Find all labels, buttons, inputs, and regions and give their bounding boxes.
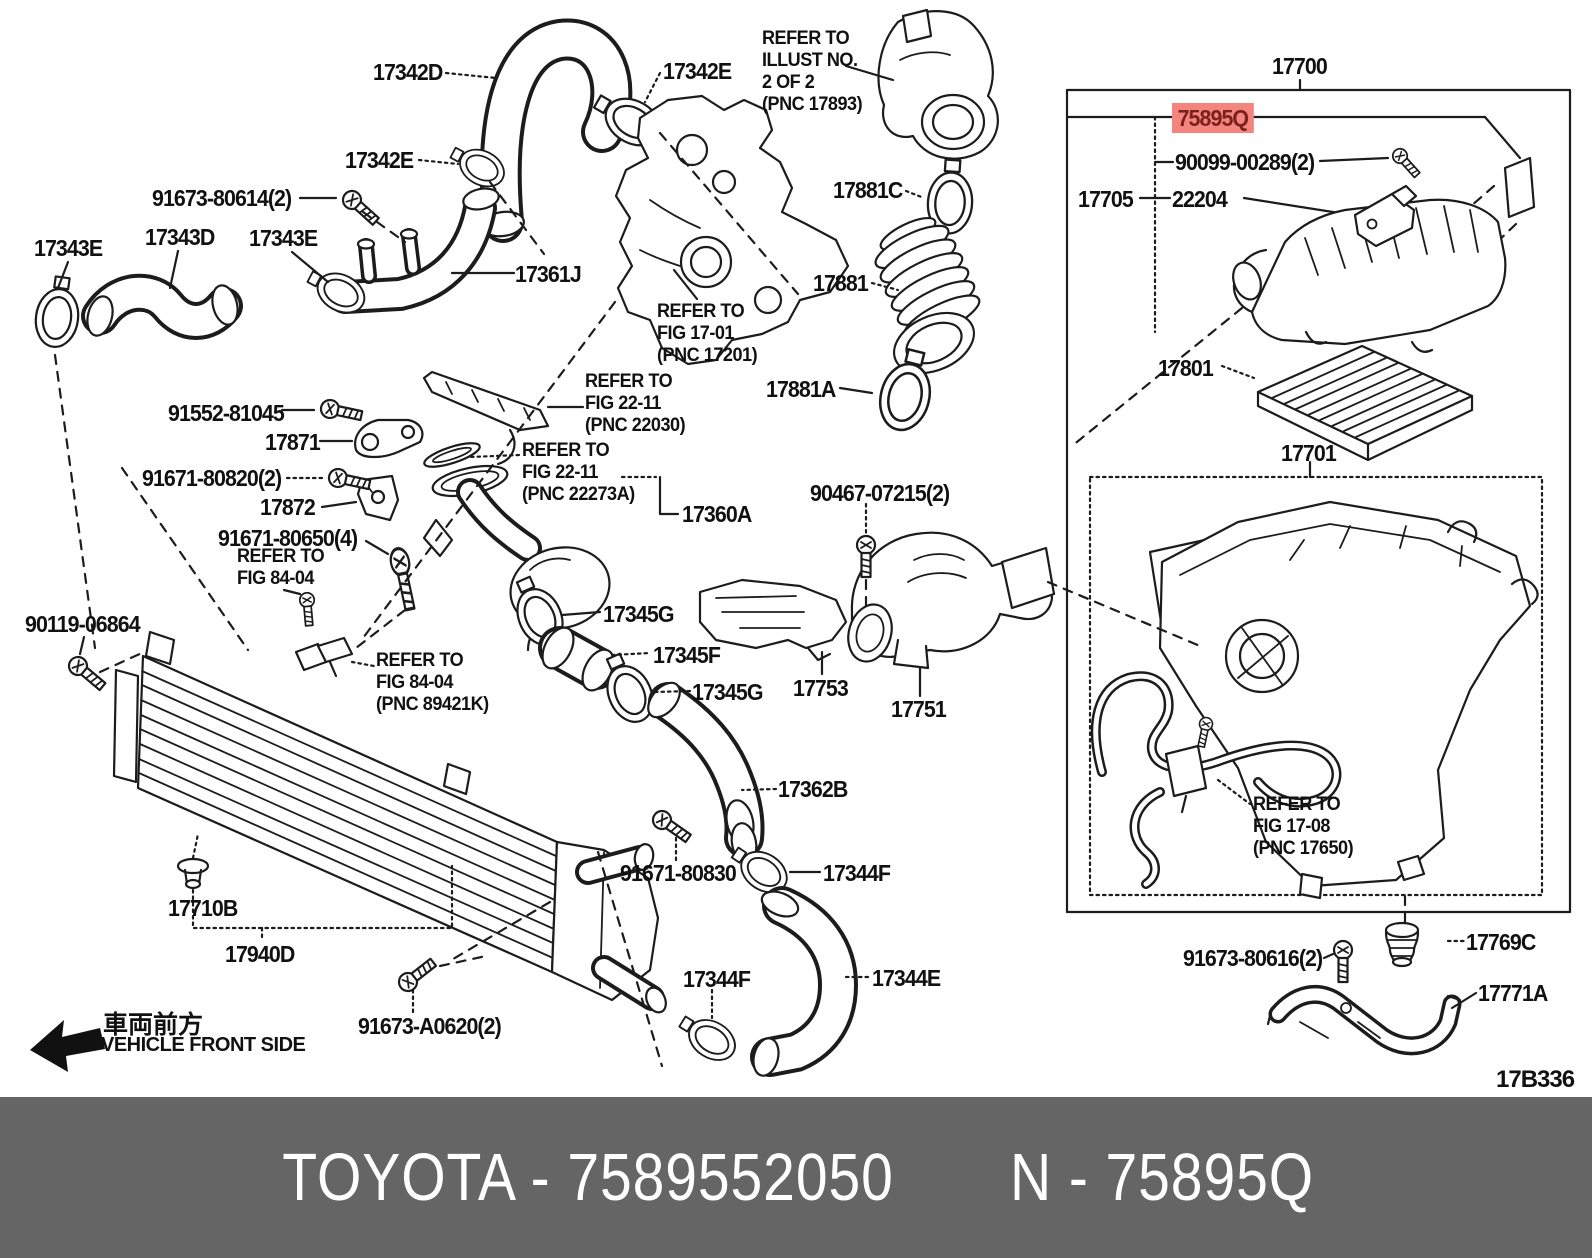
part-label-91673-80614(2)[interactable]: 91673-80614(2) [152, 185, 292, 211]
grommet-17769c [1384, 921, 1420, 968]
plug-17710b [176, 857, 210, 890]
assembly-box-17700 [1065, 78, 1572, 914]
part-label-91673-A0620(2)[interactable]: 91673-A0620(2) [358, 1013, 502, 1039]
part-label-91671-80820(2)[interactable]: 91671-80820(2) [142, 465, 282, 491]
duct-17751 [847, 531, 1056, 670]
banner-part-code: N - 75895Q [1009, 1140, 1315, 1215]
intake-connector-sketch [877, 8, 999, 160]
hose-17342d [479, 18, 633, 243]
part-label-17940D[interactable]: 17940D [225, 941, 295, 967]
part-label-17700[interactable]: 17700 [1272, 53, 1328, 79]
front-side-label-jp: 車両前方 [103, 1011, 204, 1039]
air-cleaner-case-sketch [1148, 500, 1539, 900]
map-sensor-89421k [294, 636, 354, 678]
part-label-17881A[interactable]: 17881A [766, 376, 836, 402]
part-label-17345G[interactable]: 17345G [603, 601, 674, 627]
part-label-91673-80616(2)[interactable]: 91673-80616(2) [1183, 945, 1323, 971]
corrugated-hose-17881 [874, 216, 981, 375]
diagram-line-art [30, 8, 1572, 1077]
bracket-17871 [354, 418, 424, 459]
diagram-code: 17B336 [1496, 1066, 1575, 1093]
part-label-17342E[interactable]: 17342E [345, 147, 414, 173]
hose-17343d [81, 273, 243, 340]
part-label-17871[interactable]: 17871 [265, 429, 321, 455]
part-label-17343E[interactable]: 17343E [249, 225, 318, 251]
dashed-association-lines [53, 131, 1244, 1068]
part-label-17344F[interactable]: 17344F [823, 860, 891, 886]
part-label-17751[interactable]: 17751 [891, 696, 947, 722]
part-label-91671-80650(4)[interactable]: 91671-80650(4) [218, 525, 358, 551]
bracket-17771a [1266, 984, 1462, 1056]
part-label-90119-06864[interactable]: 90119-06864 [25, 611, 141, 637]
part-label-17342E[interactable]: 17342E [663, 58, 732, 84]
part-label-17344E[interactable]: 17344E [872, 965, 941, 991]
part-label-17881C[interactable]: 17881C [833, 177, 903, 203]
part-label-17710B[interactable]: 17710B [168, 895, 238, 921]
gasket-22273a [423, 442, 481, 468]
part-label-17881[interactable]: 17881 [813, 270, 869, 296]
part-label-17771A[interactable]: 17771A [1478, 980, 1548, 1006]
part-label-17360A[interactable]: 17360A [682, 501, 752, 527]
clamp-17344f-lower [672, 1005, 744, 1070]
part-label-17769C[interactable]: 17769C [1466, 929, 1536, 955]
air-hose-17344e [750, 886, 859, 1077]
pipe-17361j [328, 187, 500, 314]
part-label-17343D[interactable]: 17343D [145, 224, 215, 250]
part-label-17872[interactable]: 17872 [260, 494, 316, 520]
part-label-91671-80830[interactable]: 91671-80830 [620, 860, 737, 886]
leader-lines [56, 64, 1478, 1020]
part-label-17801[interactable]: 17801 [1158, 355, 1214, 381]
footer-banner: TOYOTA - 7589552050 N - 75895Q [0, 1097, 1592, 1258]
part-label-90099-00289(2)[interactable]: 90099-00289(2) [1175, 149, 1315, 175]
assembly-box-17701 [1088, 460, 1544, 897]
maf-sensor-22204 [1353, 184, 1418, 248]
part-label-17345G[interactable]: 17345G [692, 679, 763, 705]
hose-17345f [538, 626, 618, 692]
vacuum-hose-sketch [1090, 671, 1342, 889]
part-label-90467-07215(2)[interactable]: 90467-07215(2) [810, 480, 950, 506]
part-label-17343E[interactable]: 17343E [34, 235, 103, 261]
part-label-17342D[interactable]: 17342D [373, 59, 443, 85]
banner-part-number: TOYOTA - 7589552050 [282, 1140, 894, 1215]
part-label-75895Q-highlighted[interactable]: 75895Q [1172, 103, 1254, 133]
part-label-22204[interactable]: 22204 [1172, 186, 1228, 212]
part-label-17753[interactable]: 17753 [793, 675, 849, 701]
air-cleaner-cap-sketch [1232, 198, 1507, 353]
part-label-17344F[interactable]: 17344F [683, 966, 751, 992]
part-label-17361J[interactable]: 17361J [515, 261, 582, 287]
front-direction-arrow [30, 1020, 105, 1072]
part-label-17701[interactable]: 17701 [1281, 440, 1337, 466]
part-label-17705[interactable]: 17705 [1078, 186, 1134, 212]
front-side-label-en: VEHICLE FRONT SIDE [101, 1034, 306, 1056]
air-hose-17362b [647, 681, 765, 864]
duct-17753 [698, 578, 848, 662]
turbocharger-sketch [614, 94, 850, 366]
part-label-17345F[interactable]: 17345F [653, 642, 721, 668]
air-filter-17801 [1256, 344, 1474, 462]
part-label-91552-81045[interactable]: 91552-81045 [168, 400, 285, 426]
part-label-17362B[interactable]: 17362B [778, 776, 848, 802]
